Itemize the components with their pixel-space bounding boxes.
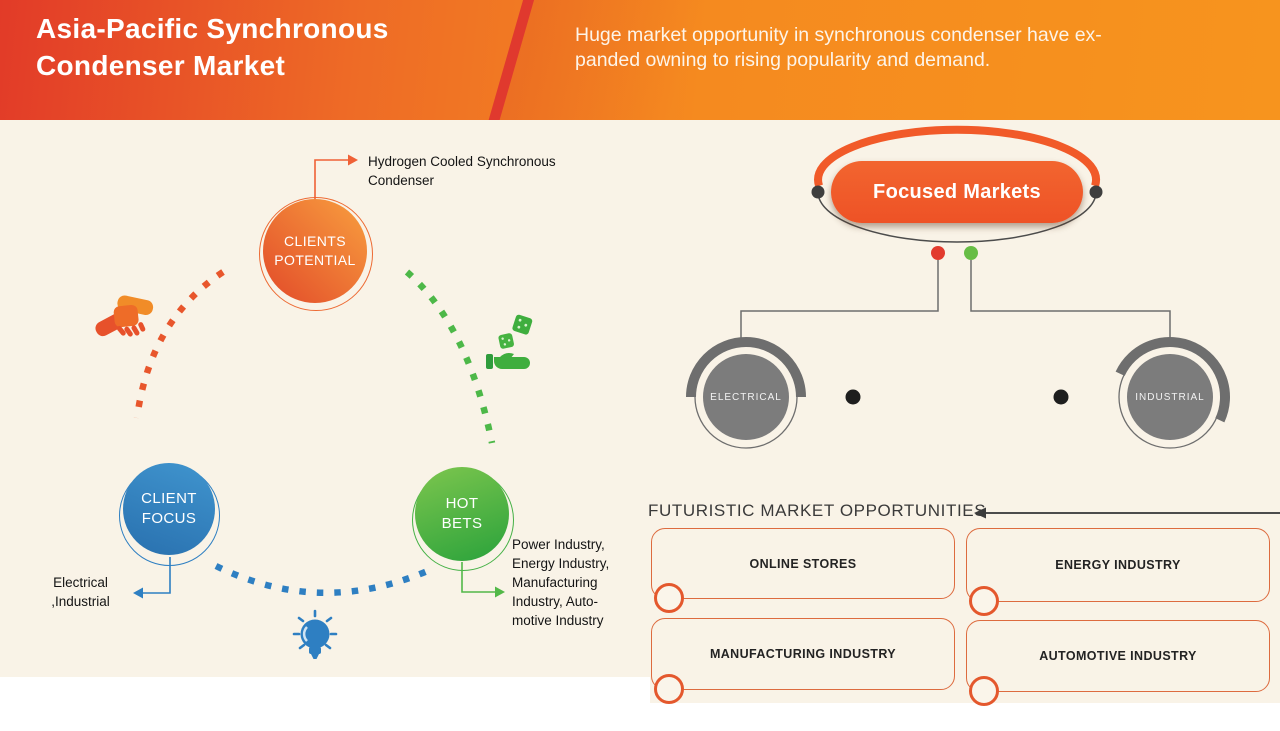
pill-top-arc [814,125,1101,188]
industrial-circle [1115,337,1230,449]
corner-circle-icon [654,583,684,613]
opportunity-box-online-stores: ONLINE STORES [651,528,955,613]
branch-label-industrial: INDUSTRIAL [1135,391,1205,403]
header-banner: Asia-Pacific Synchronous Condenser Marke… [0,0,1280,120]
node-clients-potential: CLIENTS POTENTIAL [263,199,367,303]
arrow-left-icon [133,587,143,599]
arrow-right-icon [495,586,505,598]
opportunity-box-manufacturing-industry: MANUFACTURING INDUSTRY [651,618,955,704]
opportunity-box-automotive-industry: AUTOMOTIVE INDUSTRY [966,620,1270,706]
green-dot [964,246,978,260]
pill-bottom-arc [817,191,1097,243]
pill-left-dot [811,185,825,199]
ring-clients-potential [259,197,373,311]
hand-with-dice-icon [486,314,533,369]
annotation-power-industries: Power Industry, Energy Industry, Manufac… [512,537,610,628]
corner-circle-icon [969,586,999,616]
electrical-circle [686,337,806,449]
dotted-arc-green [404,269,496,444]
opportunity-box-energy-industry: ENERGY INDUSTRY [966,528,1270,616]
handshake-icon [95,295,154,337]
annotation-electrical-industrial: Electrical ,Industrial [51,575,110,610]
left-diagram-overlay [95,154,533,659]
futuristic-section-title: FUTURISTIC MARKET OPPORTUNITIES [648,501,987,520]
pill-right-dot [1089,185,1103,199]
focused-markets-label: Focused Markets [873,180,1041,203]
branch-line-industrial [970,260,1171,342]
dotted-arc-orange [133,269,225,419]
opportunity-label: ONLINE STORES [749,556,857,571]
page-title: Asia-Pacific Synchronous Condenser Marke… [36,13,389,81]
connector-client-focus [143,557,171,594]
arrow-left-icon [974,507,986,519]
opportunity-label: MANUFACTURING INDUSTRY [709,647,897,661]
spacer-dot [1053,389,1069,405]
red-dot [931,246,945,260]
focused-markets-pill: Focused Markets [831,161,1083,223]
opportunity-label: ENERGY INDUSTRY [1055,558,1181,572]
right-diagram-overlay [686,125,1280,519]
opportunity-label: AUTOMOTIVE INDUSTRY [1039,649,1197,663]
node-label: HOT BETS [441,494,483,532]
corner-circle-icon [654,674,684,704]
branch-line-electrical [740,260,939,342]
arrow-right-icon [348,154,358,166]
corner-circle-icon [969,676,999,706]
branch-label-electrical: ELECTRICAL [710,391,782,403]
connector-hot-bets [461,562,495,593]
node-label: CLIENTS POTENTIAL [274,233,356,268]
dotted-arc-blue [214,563,434,596]
page-subtitle: Huge market opportunity in synchronous c… [575,24,1102,71]
node-label: CLIENT FOCUS [141,489,197,527]
lightbulb-icon [292,609,338,659]
node-hot-bets: HOT BETS [415,467,509,561]
annotation-hydrogen-cooled: Hydrogen Cooled Synchronous Condenser [368,154,556,189]
spacer-dot [845,389,861,405]
connector-clients-potential [314,159,348,200]
node-client-focus: CLIENT FOCUS [123,463,215,555]
